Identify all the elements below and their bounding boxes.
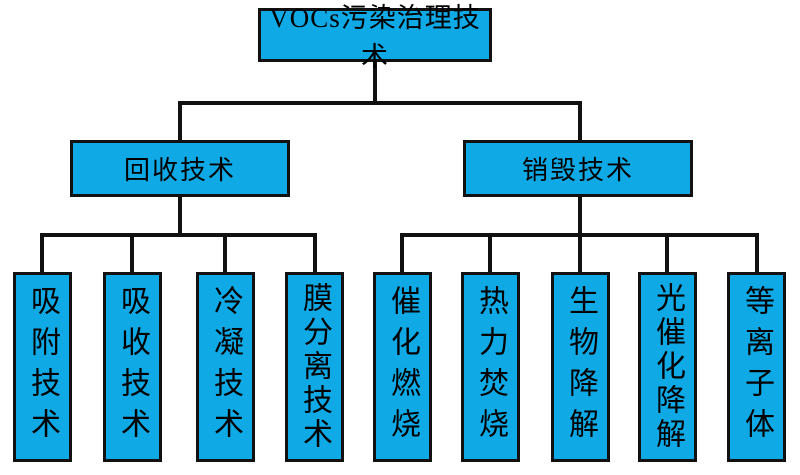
leaf-plasma-label: 等离子体 <box>740 285 773 449</box>
connector-level1-drop-left <box>178 101 182 143</box>
leaf-photocatalytic-degradation-label: 光催化降解 <box>651 282 684 452</box>
connector-destruction-drop-5 <box>755 233 759 274</box>
leaf-adsorption-label: 吸附技术 <box>26 285 59 449</box>
leaf-node-plasma: 等离子体 <box>727 272 786 462</box>
root-node-vocs-treatment: VOCs污染治理技术 <box>258 3 492 72</box>
connector-recovery-drop-1 <box>40 233 44 274</box>
connector-destruction-drop-4 <box>665 233 669 274</box>
leaf-thermal-incineration-label: 热力焚烧 <box>474 285 507 449</box>
leaf-node-absorption: 吸收技术 <box>103 272 162 462</box>
connector-root-stub <box>373 60 377 105</box>
root-node-label: VOCs污染治理技术 <box>269 3 481 72</box>
leaf-absorption-label: 吸收技术 <box>116 285 149 449</box>
leaf-membrane-separation-label: 膜分离技术 <box>298 282 331 452</box>
branch-recovery-label: 回收技术 <box>123 156 236 185</box>
connector-level1-hline <box>178 101 582 105</box>
branch-node-recovery: 回收技术 <box>70 140 290 197</box>
leaf-node-catalytic-combustion: 催化燃烧 <box>373 272 432 462</box>
leaf-node-membrane-separation: 膜分离技术 <box>285 272 344 462</box>
connector-destruction-drop-1 <box>400 233 404 274</box>
leaf-node-adsorption: 吸附技术 <box>13 272 72 462</box>
connector-recovery-drop-4 <box>313 233 317 274</box>
connector-recovery-drop-3 <box>223 233 227 274</box>
connector-recovery-hline <box>40 233 317 237</box>
connector-recovery-stub <box>178 194 182 237</box>
connector-level1-drop-right <box>578 101 582 143</box>
connector-destruction-drop-3 <box>578 233 582 274</box>
leaf-catalytic-combustion-label: 催化燃烧 <box>386 285 419 449</box>
connector-recovery-drop-2 <box>130 233 134 274</box>
branch-destruction-label: 销毁技术 <box>521 156 634 185</box>
branch-node-destruction: 销毁技术 <box>463 140 693 197</box>
leaf-node-biodegradation: 生物降解 <box>551 272 610 462</box>
connector-destruction-drop-2 <box>488 233 492 274</box>
leaf-condensation-label: 冷凝技术 <box>209 285 242 449</box>
connector-destruction-stub <box>578 194 582 237</box>
leaf-node-thermal-incineration: 热力焚烧 <box>461 272 520 462</box>
leaf-biodegradation-label: 生物降解 <box>564 285 597 449</box>
leaf-node-photocatalytic-degradation: 光催化降解 <box>638 272 697 462</box>
leaf-node-condensation: 冷凝技术 <box>196 272 255 462</box>
